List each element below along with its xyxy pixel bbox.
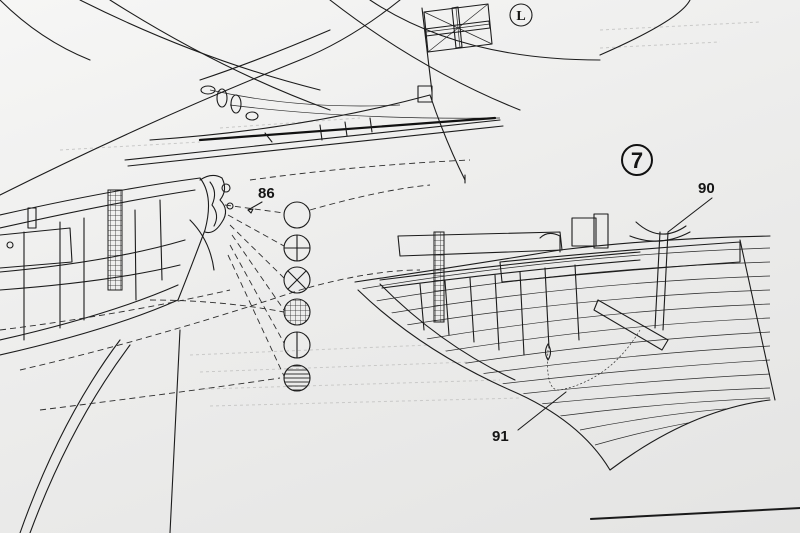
callout-91-group: 91 [492,391,567,445]
step-number-label: 7 [631,148,643,173]
union-jack-flag: L [421,3,533,93]
horizontal-hatch-circle-icon [283,364,311,392]
callout-91-label: 91 [492,428,509,445]
rigging-lines [0,0,691,196]
plain-circle-icon [283,201,311,229]
grid-circle-icon [283,298,311,326]
callout-86-label: 86 [258,185,275,202]
step-number-badge: 7 [621,144,653,176]
bowsprit-assembly [124,85,504,184]
material-symbol-legend [283,201,311,392]
x-circle-icon [283,266,311,294]
background-bleed-lines [59,21,761,407]
cross-circle-icon [283,234,311,262]
callout-90-label: 90 [698,180,715,197]
stern-detail-view [354,213,776,471]
flag-letter-label: L [516,9,525,24]
bow-hull-view [0,174,234,533]
callout-86-group: 86 [224,185,285,377]
vertical-line-circle-icon [283,331,311,359]
callout-90-group: 90 [667,180,715,233]
dashed-guide-lines [0,159,471,411]
